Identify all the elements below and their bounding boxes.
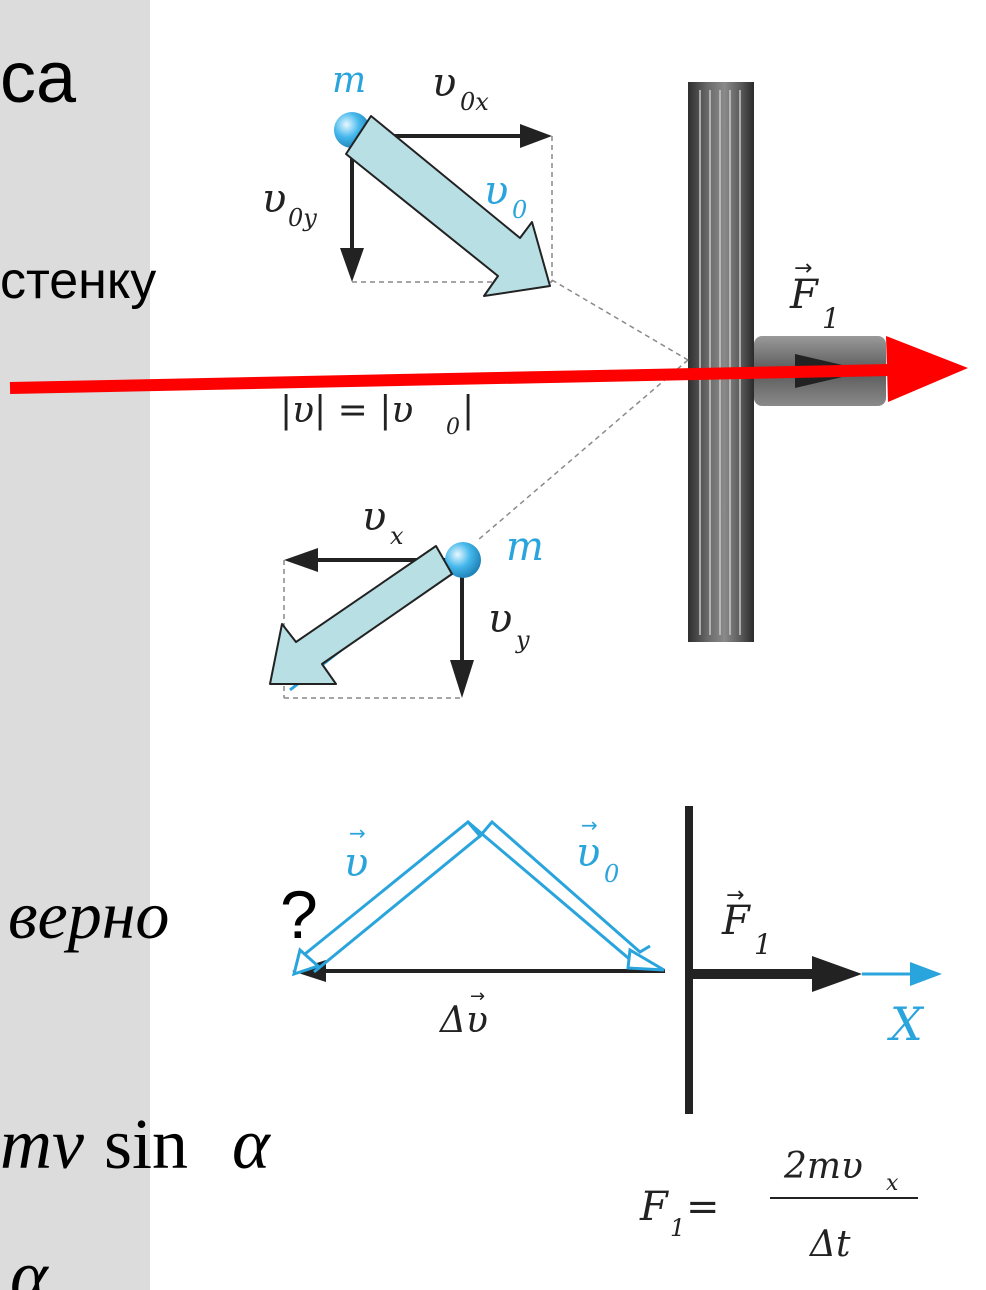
wall: [688, 82, 754, 642]
label-axis-x: X: [887, 997, 925, 1051]
svg-text:→: →: [794, 256, 812, 281]
vx-arrowhead: [284, 548, 318, 572]
label-f1-bottom: F: [721, 898, 751, 944]
label-v0y: υ: [262, 176, 286, 222]
label-v0-vec-sub: 0: [512, 196, 527, 224]
formula-eq: =: [686, 1184, 720, 1230]
ball-bottom: [445, 542, 481, 578]
label-vy-sub: y: [515, 626, 530, 654]
label-delta-v: Δυ: [438, 1000, 488, 1041]
label-v0-vec: υ: [484, 168, 508, 214]
slide-text-fragment-top: са: [0, 38, 77, 118]
label-vx-sub: x: [390, 522, 404, 550]
svg-text:→: →: [470, 986, 485, 1007]
svg-text:→: →: [726, 883, 744, 908]
wall-grooves: [699, 90, 741, 635]
slide-formula-alpha: α: [232, 1104, 271, 1184]
label-v-vec: υ: [344, 840, 368, 886]
red-arrowhead: [886, 336, 968, 402]
slide-sidebar: [0, 0, 150, 1290]
label-f1-bottom-sub: 1: [754, 928, 772, 961]
slide-formula-bottom: α: [10, 1236, 49, 1290]
v-vector-double: [291, 819, 483, 977]
overlay-arrow-bottom: [269, 545, 453, 685]
label-speed-equality: |υ| = |υ: [280, 390, 413, 431]
slide-formula-mv: mv: [0, 1104, 84, 1184]
svg-text:→: →: [349, 821, 366, 845]
label-mass-top: m: [332, 60, 366, 101]
reflection-path: [477, 279, 689, 541]
v0y-arrowhead: [340, 248, 364, 282]
label-mass-bottom: m: [506, 524, 544, 570]
vy-arrowhead: [450, 660, 474, 698]
formula-numerator: 2mυ: [783, 1146, 863, 1187]
label-v0y-sub: 0y: [288, 204, 317, 232]
slide-question-mark: ?: [280, 877, 318, 953]
svg-text:→: →: [581, 813, 598, 837]
label-v0-vec-bottom-sub: 0: [604, 860, 619, 888]
label-speed-equality-end: |: [462, 390, 474, 431]
slide-question-word: верно: [8, 877, 169, 953]
slide-formula-sin: sin: [104, 1104, 188, 1184]
slide-text-fragment-wall: стенку: [0, 252, 156, 310]
x-axis-head: [910, 962, 942, 986]
v0x-arrowhead: [520, 124, 552, 148]
red-arrow-line: [9, 364, 891, 394]
formula-denominator: Δt: [808, 1224, 851, 1265]
label-vx: υ: [362, 494, 386, 540]
label-vy: υ: [488, 596, 512, 642]
force-f1-bottom-head: [812, 956, 862, 992]
label-f1-top: F: [789, 272, 819, 318]
v0-vector-double: [466, 819, 665, 972]
label-v0-vec-bottom: υ: [576, 830, 600, 876]
label-v0x: υ: [432, 60, 456, 106]
label-v0x-sub: 0x: [460, 88, 489, 116]
label-speed-equality-sub: 0: [446, 415, 460, 440]
overlay-arrow-top: [345, 115, 551, 297]
formula-numerator-sub: x: [886, 1171, 899, 1196]
formula-lhs-sub: 1: [670, 1214, 685, 1242]
label-f1-top-sub: 1: [822, 302, 840, 335]
formula-lhs: F: [639, 1184, 669, 1230]
